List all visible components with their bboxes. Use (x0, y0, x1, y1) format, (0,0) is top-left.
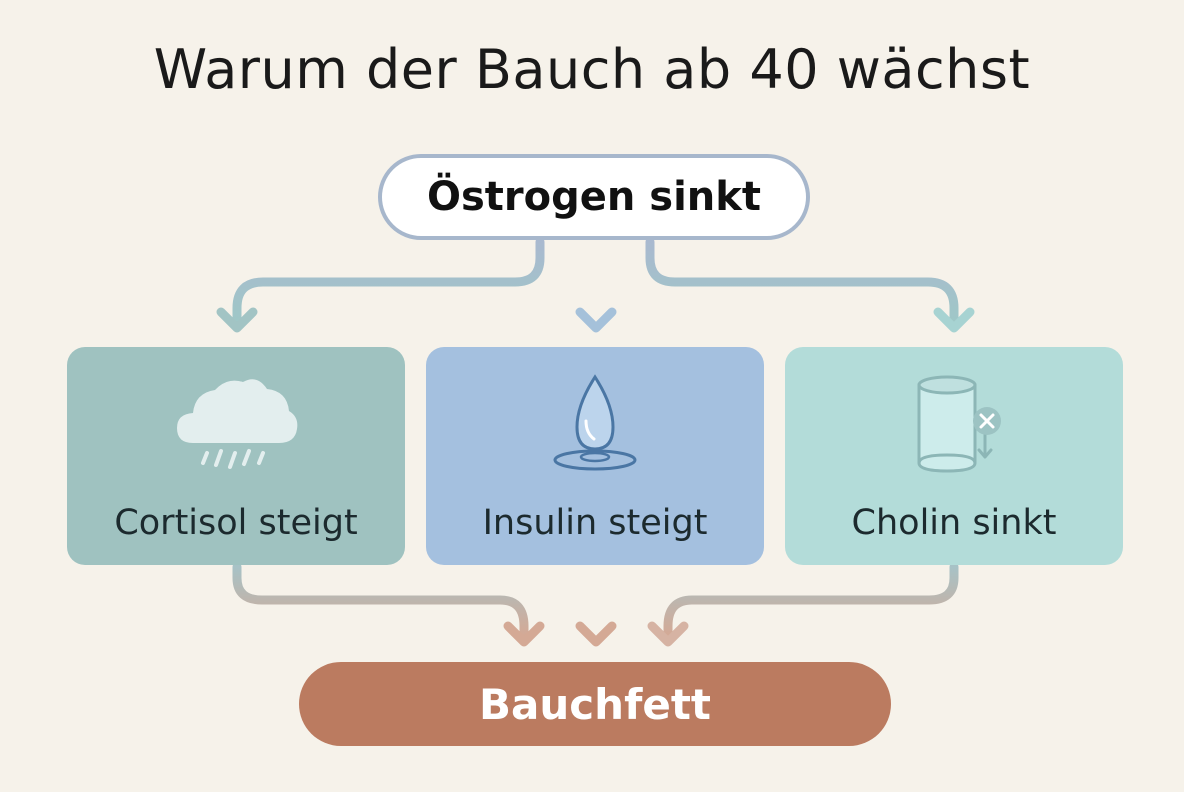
arrow-from-cholin (663, 562, 959, 641)
factor-label-cortisol: Cortisol steigt (114, 503, 358, 543)
arrowhead-insulin (575, 307, 617, 333)
top-node-label: Östrogen sinkt (426, 174, 762, 220)
arrowhead-bottom-right (647, 621, 689, 647)
arrowhead-bottom-left (503, 621, 545, 647)
arrow-from-cortisol (232, 562, 529, 641)
arrowhead-bottom-center (575, 621, 617, 647)
result-label: Bauchfett (479, 679, 711, 729)
factor-box-insulin: Insulin steigt (426, 347, 764, 565)
arrow-to-cortisol (232, 237, 545, 325)
arrowhead-cortisol (216, 307, 258, 333)
diagram-title: Warum der Bauch ab 40 wächst (153, 38, 1031, 101)
factor-label-cholin: Cholin sinkt (851, 503, 1057, 543)
arrowhead-cholin (933, 307, 975, 333)
factor-label-insulin: Insulin steigt (482, 503, 708, 543)
factor-box-cholin: Cholin sinkt (785, 347, 1123, 565)
result-node-bauchfett: Bauchfett (299, 662, 891, 746)
cylinder-x-icon (917, 375, 1001, 473)
rain-cloud-icon (177, 379, 298, 469)
top-node-oestrogen: Östrogen sinkt (378, 154, 810, 240)
arrow-to-cholin (645, 237, 959, 325)
factor-box-cortisol: Cortisol steigt (67, 347, 405, 565)
water-drop-icon (553, 374, 637, 471)
